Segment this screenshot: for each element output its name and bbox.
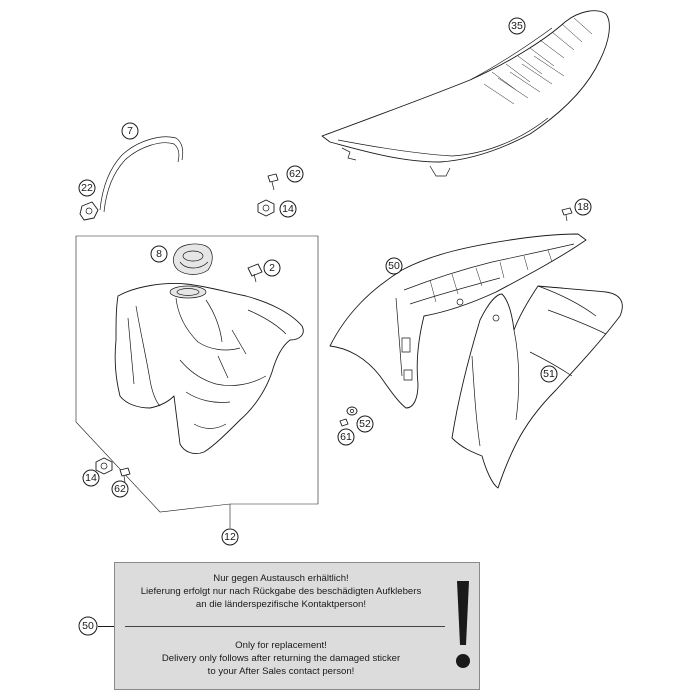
screw-right-callout-label: 18 xyxy=(577,201,589,213)
hose-elbow xyxy=(79,201,99,221)
seat-callout-circle xyxy=(508,17,526,35)
filler-cap-callout: 8 xyxy=(150,245,168,263)
nut-top-callout: 14 xyxy=(279,200,297,218)
hose-elbow-callout-circle xyxy=(78,179,96,197)
replacement-notice: Nur gegen Austausch erhältlich! Lieferun… xyxy=(114,562,480,690)
nut-bottom-callout-label: 14 xyxy=(85,472,97,484)
right-spoiler-callout-label: 51 xyxy=(543,368,555,380)
screw-bottom-callout-label: 62 xyxy=(114,483,126,495)
sticker-callout: 50 xyxy=(78,616,98,636)
right-spoiler-callout-circle xyxy=(540,365,558,383)
spoiler-screw-callout-label: 61 xyxy=(340,431,352,443)
seat-callout: 35 xyxy=(508,17,526,35)
exclamation-icon xyxy=(456,581,470,668)
screw-top-callout-label: 62 xyxy=(289,168,301,180)
right-spoiler-callout: 51 xyxy=(540,365,558,383)
screw-bottom-callout-circle xyxy=(111,480,129,498)
fuel-hose-callout: 7 xyxy=(121,122,139,140)
spoiler-washer xyxy=(346,406,358,416)
left-spoiler-callout-circle xyxy=(385,257,403,275)
notice-en-line-1: Only for replacement! xyxy=(235,640,327,651)
screw-right-callout: 18 xyxy=(574,198,592,216)
screw-right xyxy=(561,207,573,222)
filler-cap xyxy=(172,243,213,275)
nut-top-callout-circle xyxy=(279,200,297,218)
tank-assembly-callout-label: 12 xyxy=(224,531,236,543)
screw-bottom xyxy=(119,467,131,483)
notice-de-line-2: Lieferung erfolgt nur nach Rückgabe des … xyxy=(140,586,422,597)
sticker-callout-label: 50 xyxy=(82,620,94,632)
spoiler-washer-callout: 52 xyxy=(356,415,374,433)
hose-elbow-callout: 22 xyxy=(78,179,96,197)
notice-en-line-3: to your After Sales contact person! xyxy=(207,666,355,677)
spoiler-screw-callout-circle xyxy=(337,428,355,446)
spoiler-washer-callout-label: 52 xyxy=(359,418,371,430)
notice-en-line-2: Delivery only follows after returning th… xyxy=(161,653,401,664)
nut-bottom-callout: 14 xyxy=(82,469,100,487)
screw-top xyxy=(267,173,279,191)
spoiler-screw xyxy=(339,418,349,427)
sticker-callout-circle xyxy=(78,616,98,636)
notice-de-line-1: Nur gegen Austausch erhältlich! xyxy=(213,573,349,584)
nut-bottom xyxy=(95,457,113,475)
right-spoiler xyxy=(451,285,623,489)
seat-callout-label: 35 xyxy=(511,20,523,32)
tank-assembly-callout: 12 xyxy=(221,528,239,546)
notice-de-line-3: an die länderspezifische Kontaktperson! xyxy=(195,599,367,610)
screw-top-callout: 62 xyxy=(286,165,304,183)
left-spoiler-callout-label: 50 xyxy=(388,260,400,272)
fuel-hose xyxy=(99,136,184,213)
fuel-hose-callout-circle xyxy=(121,122,139,140)
hose-elbow-callout-label: 22 xyxy=(81,182,93,194)
left-spoiler-callout: 50 xyxy=(385,257,403,275)
nut-top xyxy=(257,199,275,217)
fuel-tank xyxy=(114,283,304,455)
nut-top-callout-label: 14 xyxy=(282,203,294,215)
spoiler-washer-callout-circle xyxy=(356,415,374,433)
fuel-hose-callout-label: 7 xyxy=(127,125,133,137)
screw-right-callout-circle xyxy=(574,198,592,216)
nut-bottom-callout-circle xyxy=(82,469,100,487)
left-spoiler xyxy=(329,233,587,409)
notice-divider xyxy=(125,626,445,627)
filler-cap-callout-label: 8 xyxy=(156,248,162,260)
tank-bolt-callout: 2 xyxy=(263,259,281,277)
seat xyxy=(321,10,610,177)
filler-cap-callout-circle xyxy=(150,245,168,263)
tank-bolt-callout-label: 2 xyxy=(269,262,275,274)
screw-bottom-callout: 62 xyxy=(111,480,129,498)
tank-bolt xyxy=(247,263,263,283)
spoiler-screw-callout: 61 xyxy=(337,428,355,446)
sticker-leader-line xyxy=(98,626,114,627)
screw-top-callout-circle xyxy=(286,165,304,183)
tank-bolt-callout-circle xyxy=(263,259,281,277)
tank-assembly-callout-circle xyxy=(221,528,239,546)
